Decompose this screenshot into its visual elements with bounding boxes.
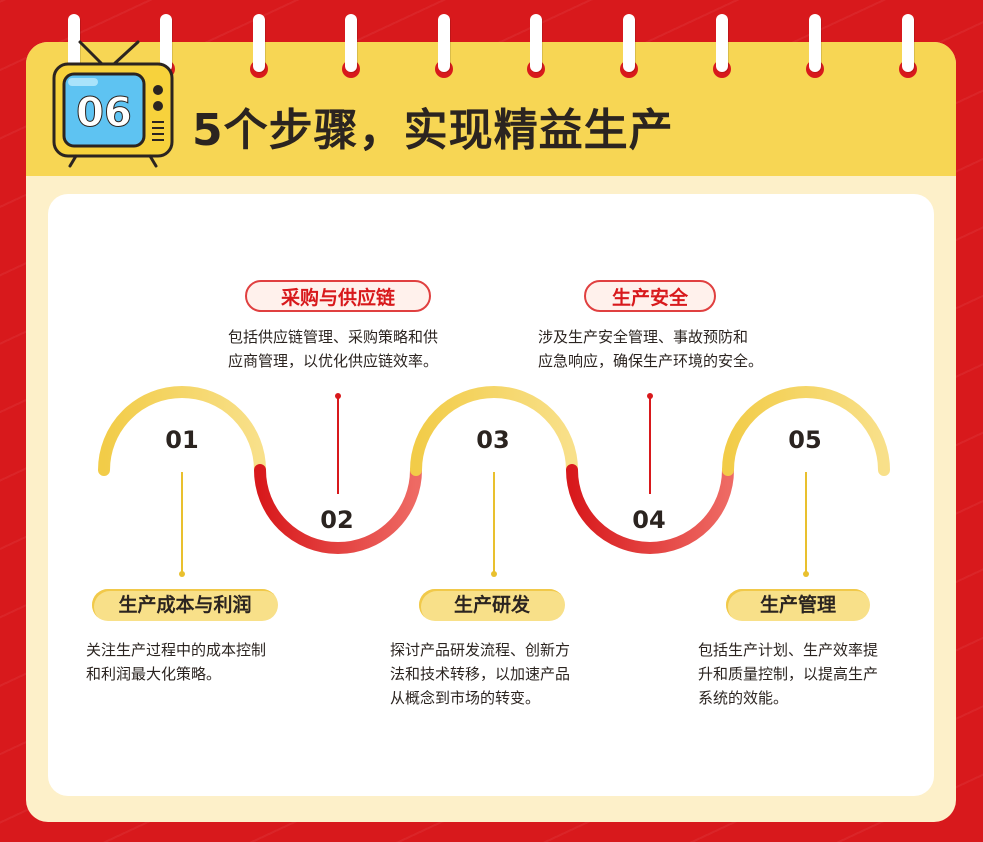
- tv-icon: 06: [52, 40, 174, 168]
- ring-peg: [902, 14, 914, 72]
- connector-dot-4: [647, 393, 653, 399]
- step-number-02: 02: [320, 506, 354, 534]
- wave-arc-1: [98, 386, 266, 476]
- badge-number: 06: [76, 90, 132, 136]
- ring-peg: [809, 14, 821, 72]
- step-number-04: 04: [632, 506, 666, 534]
- calendar-board: [26, 42, 956, 822]
- step-title-04: 生产安全: [584, 280, 716, 312]
- connector-dot-5: [803, 571, 809, 577]
- page-title: 5个步骤，实现精益生产: [192, 105, 674, 156]
- wave-arc-4: [566, 464, 734, 554]
- connector-dot-2: [335, 393, 341, 399]
- content-panel: [48, 194, 934, 796]
- ring-peg: [253, 14, 265, 72]
- step-desc-05: 包括生产计划、生产效率提 升和质量控制，以提高生产 系统的效能。: [698, 641, 879, 707]
- ring-peg: [623, 14, 635, 72]
- step-number-05: 05: [788, 426, 822, 454]
- step-desc-01: 关注生产过程中的成本控制 和利润最大化策略。: [86, 641, 267, 683]
- ring-peg: [716, 14, 728, 72]
- step-desc-03: 探讨产品研发流程、创新方 法和技术转移，以加速产品 从概念到市场的转变。: [390, 641, 571, 707]
- connector-dot-3: [491, 571, 497, 577]
- step-number-03: 03: [476, 426, 510, 454]
- ring-peg: [160, 14, 172, 72]
- ring-peg: [530, 14, 542, 72]
- step-title-01: 生产成本与利润: [92, 589, 278, 621]
- step-title-02: 采购与供应链: [245, 280, 431, 312]
- ring-peg: [438, 14, 450, 72]
- wave-arc-2: [254, 464, 422, 554]
- step-title-03: 生产研发: [419, 589, 565, 621]
- step-desc-02: 包括供应链管理、采购策略和供 应商管理，以优化供应链效率。: [228, 328, 439, 370]
- header-band: [26, 42, 956, 176]
- step-number-01: 01: [165, 426, 199, 454]
- wave-arc-3: [410, 386, 578, 476]
- ring-peg: [68, 14, 80, 72]
- step-title-05: 生产管理: [726, 589, 870, 621]
- step-desc-04: 涉及生产安全管理、事故预防和 应急响应，确保生产环境的安全。: [538, 328, 764, 370]
- wave-arc-5: [722, 386, 890, 476]
- connector-dot-1: [179, 571, 185, 577]
- ring-peg: [345, 14, 357, 72]
